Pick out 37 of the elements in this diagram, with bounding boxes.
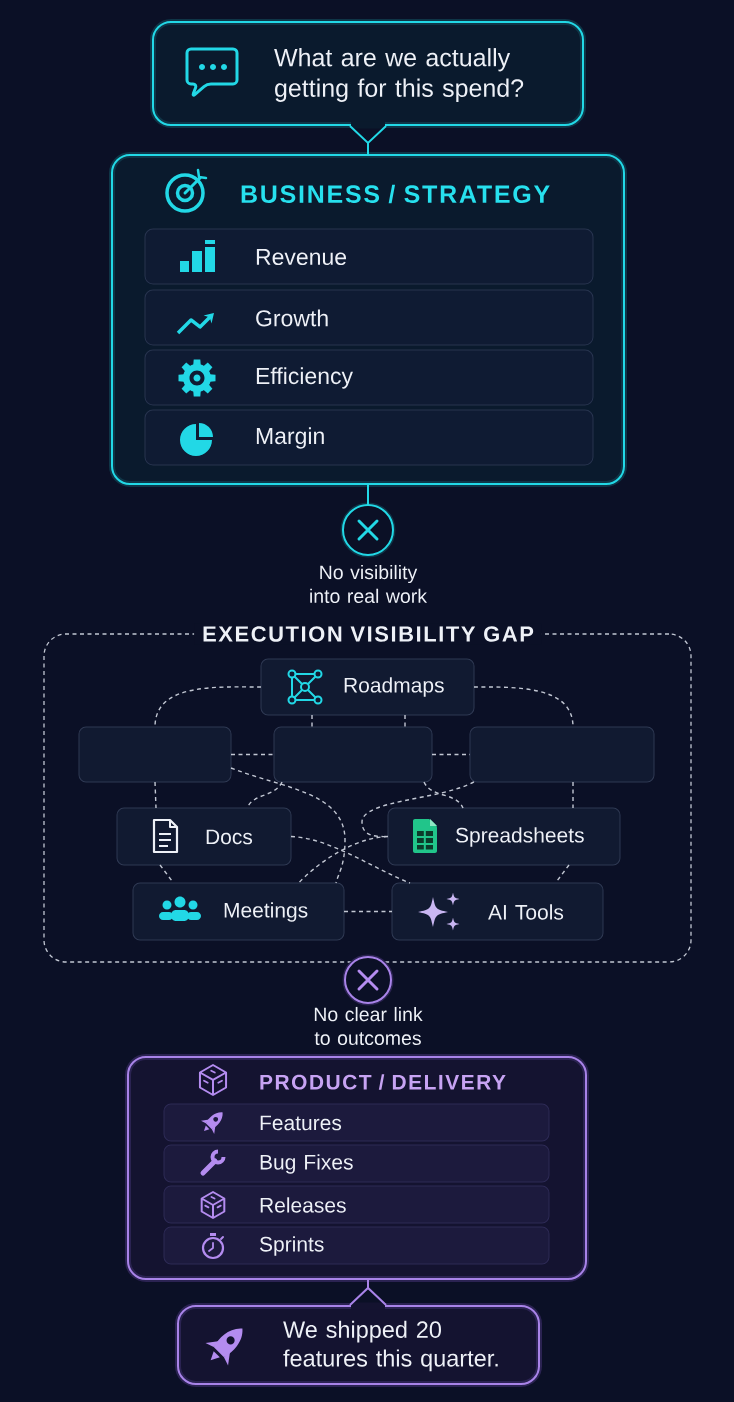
connector-line <box>349 1278 387 1306</box>
dashed-connector <box>290 835 411 884</box>
list-row: Margin <box>144 409 594 466</box>
dashed-connector <box>230 767 346 884</box>
card <box>469 726 655 783</box>
panel-heading: BUSINESS / STRATEGY <box>241 184 550 204</box>
panel-heading: PRODUCT / DELIVERY <box>260 1074 506 1090</box>
dashed-connector <box>154 781 157 809</box>
warning-label: No visibility into real work <box>310 564 428 604</box>
dashed-connector <box>311 714 313 728</box>
list-row: Bug Fixes <box>163 1144 550 1183</box>
dashed-connector <box>404 714 406 728</box>
dashed-connector <box>572 781 574 809</box>
card: Docs <box>116 807 292 866</box>
list-row: Revenue <box>144 228 594 285</box>
dashed-connector <box>423 781 464 809</box>
card: Roadmaps <box>260 658 475 716</box>
card: Meetings <box>132 882 345 941</box>
connector-line <box>367 483 369 506</box>
list-row: Efficiency <box>144 349 594 406</box>
speech-bubble: What are we actually getting for this spend? <box>150 19 586 129</box>
card: AI Tools <box>391 882 604 941</box>
list-row: Features <box>163 1103 550 1142</box>
connector-line <box>349 125 387 156</box>
list-row: Growth <box>144 289 594 346</box>
list-row: Sprints <box>163 1226 550 1265</box>
dashed-connector <box>230 753 275 756</box>
card: Spreadsheets <box>387 807 621 866</box>
dashed-connector <box>361 781 475 838</box>
section-heading: EXECUTION VISIBILITY GAP <box>194 623 542 645</box>
list-row: Releases <box>163 1185 550 1224</box>
speech-bubble: We shipped 20 features this quarter. <box>175 1302 542 1387</box>
warning-label: No clear link to outcomes <box>314 1006 423 1046</box>
dashed-connector <box>343 910 393 913</box>
dashed-connector <box>297 835 389 884</box>
card <box>78 726 232 783</box>
card <box>273 726 433 783</box>
